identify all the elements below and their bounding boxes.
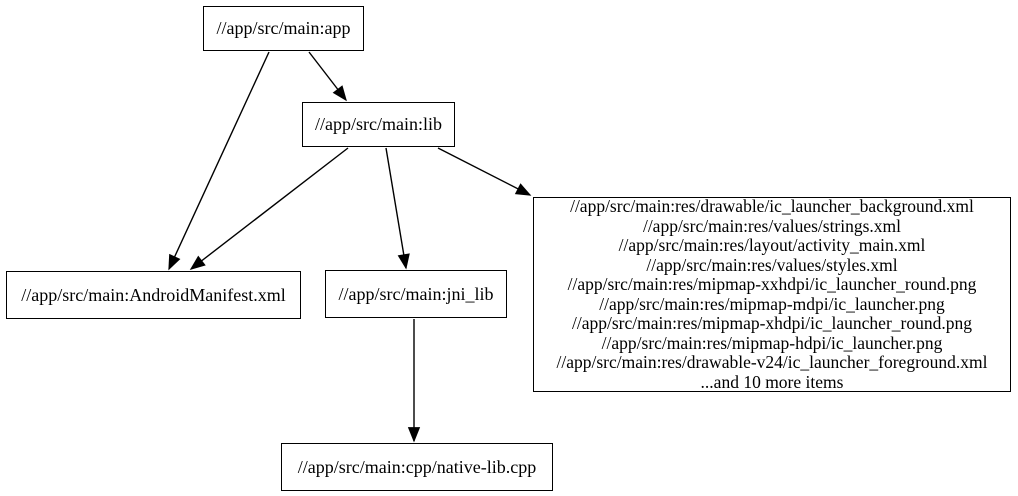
edge-app-to-lib: [308, 51, 347, 102]
resource-line: //app/src/main:res/values/strings.xml: [642, 215, 902, 236]
node-jni-lib: //app/src/main:jni_lib: [325, 270, 507, 318]
resource-line: //app/src/main:res/mipmap-xxhdpi/ic_laun…: [567, 274, 977, 294]
node-android-manifest: //app/src/main:AndroidManifest.xml: [6, 271, 301, 319]
resource-line-more: ...and 10 more items: [700, 371, 844, 392]
node-app-label: //app/src/main:app: [216, 18, 351, 38]
resource-line: //app/src/main:res/mipmap-mdpi/ic_launch…: [599, 293, 945, 314]
resource-line: //app/src/main:res/drawable-v24/ic_launc…: [556, 352, 988, 372]
resource-line: //app/src/main:res/layout/activity_main.…: [618, 235, 926, 255]
resource-line: //app/src/main:res/mipmap-xhdpi/ic_launc…: [572, 313, 972, 333]
node-android-manifest-label: //app/src/main:AndroidManifest.xml: [21, 284, 286, 305]
resource-line: //app/src/main:res/drawable/ic_launcher_…: [570, 196, 974, 216]
node-app: //app/src/main:app: [203, 6, 364, 51]
edge-app-to-manifest: [168, 51, 270, 271]
node-native-lib-cpp-label: //app/src/main:cpp/native-lib.cpp: [297, 456, 537, 477]
node-lib-label: //app/src/main:lib: [315, 114, 442, 134]
node-resources-group: //app/src/main:res/drawable/ic_launcher_…: [533, 196, 1011, 392]
node-jni-lib-label: //app/src/main:jni_lib: [338, 283, 494, 304]
node-native-lib-cpp: //app/src/main:cpp/native-lib.cpp: [281, 443, 553, 491]
edge-lib-to-manifest: [189, 147, 349, 270]
node-lib: //app/src/main:lib: [302, 102, 455, 147]
edge-lib-to-jni-lib: [385, 147, 410, 270]
resource-line: //app/src/main:res/mipmap-hdpi/ic_launch…: [601, 332, 943, 353]
resource-line: //app/src/main:res/values/styles.xml: [646, 254, 898, 275]
edge-lib-to-resources: [437, 147, 532, 196]
